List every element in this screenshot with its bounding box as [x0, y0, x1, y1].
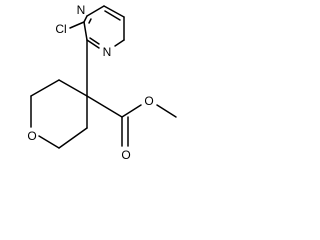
bond-c-upper-left-to-c-far-left: [30, 79, 60, 97]
pyrazine-ring: [83, 5, 125, 49]
double-bond-inner-c-cl-n-top: [88, 18, 92, 24]
bond-carbonyl-c-to-ester-o: [121, 104, 142, 118]
chlorine-label: Cl: [55, 22, 66, 36]
bond-n-ring-to-c-attach: [86, 39, 100, 49]
double-bond-inner-n-ring-c-attach: [89, 37, 100, 45]
chemical-structure: N N Cl O O O: [27, 3, 177, 162]
bond-c-top-right-to-c-right: [103, 5, 125, 18]
bond-c-attach-to-c-cl: [83, 21, 88, 41]
carbonyl-oxygen-label: O: [121, 148, 130, 162]
bond-c-lower-left-to-c-lower-right: [58, 127, 88, 149]
bond-quaternary-c-to-carbonyl-c: [86, 95, 123, 118]
tetrahydropyran-ring: [30, 39, 88, 149]
bond-quaternary-c-to-c-upper-left: [58, 79, 88, 97]
nitrogen-top-label: N: [77, 3, 86, 17]
bond-c-cl-to-n-top: [83, 15, 88, 23]
double-bond-inner-c-top-right-c-right: [104, 10, 121, 21]
bond-n-top-to-c-top-right: [86, 5, 105, 17]
bond-c-lower-right-to-n-ring: [114, 39, 125, 47]
bond-oxygen-to-c-lower-left: [38, 135, 60, 149]
bond-ester-o-to-methyl: [156, 104, 177, 118]
nitrogen-ring-label: N: [103, 45, 112, 59]
ester-oxygen-label: O: [144, 94, 153, 108]
bond-c-to-chlorine: [69, 21, 85, 29]
ring-oxygen-label: O: [27, 129, 36, 143]
methyl-ester-group: [86, 95, 177, 147]
